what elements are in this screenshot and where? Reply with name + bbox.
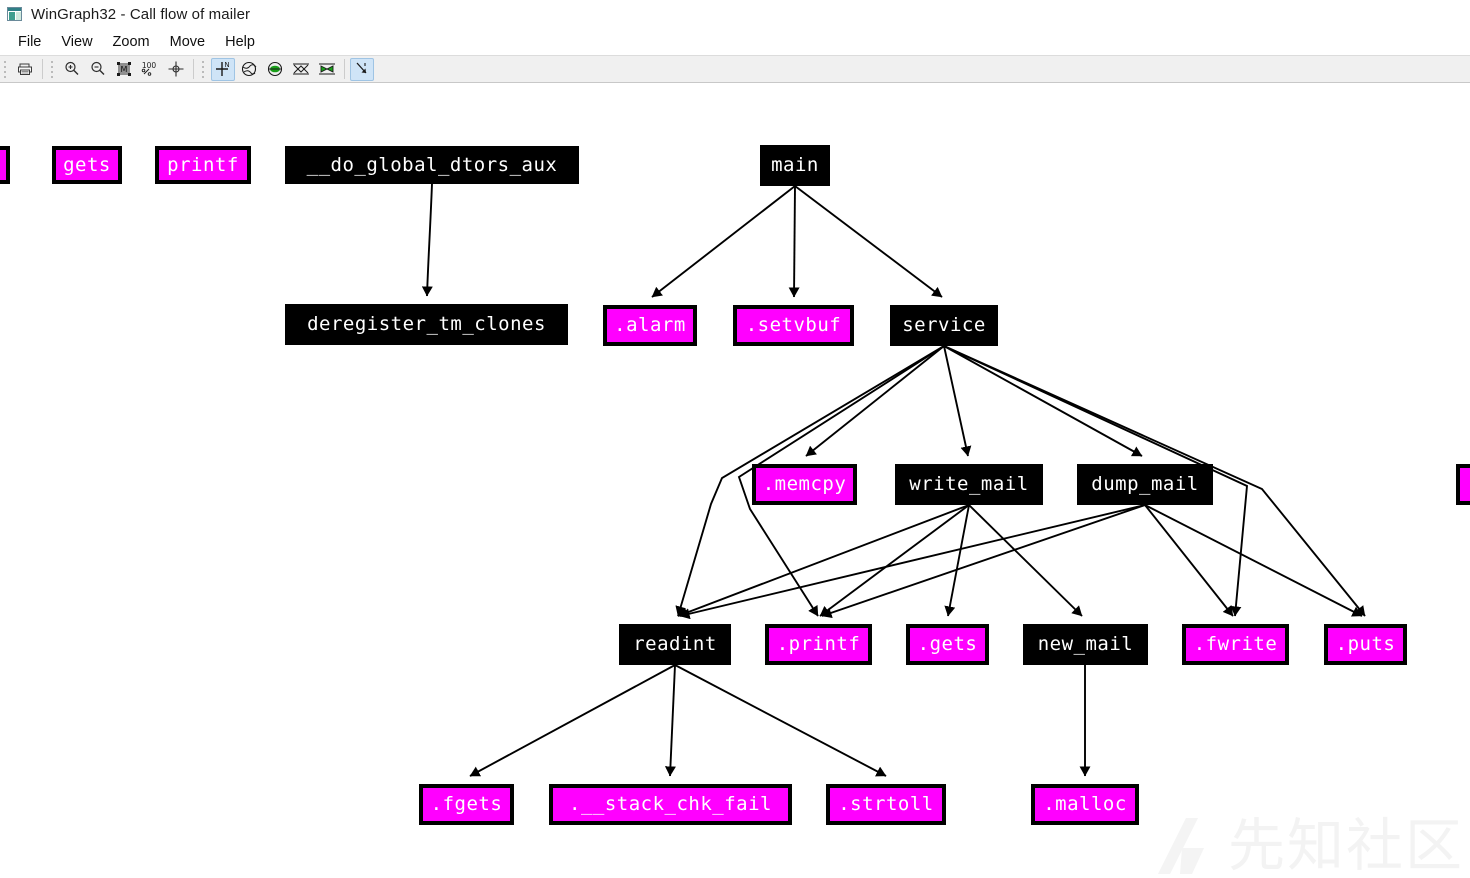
toolbar-separator bbox=[42, 59, 43, 79]
edge-service-to-fwrite bbox=[943, 345, 1249, 617]
edge-readint-to-strtoll bbox=[674, 664, 887, 777]
graph-node-alarm[interactable]: .alarm bbox=[603, 305, 697, 346]
graph-node-write-mail[interactable]: write_mail bbox=[895, 464, 1043, 505]
edge-service-to-printf bbox=[737, 345, 945, 617]
graph-canvas[interactable]: gets printf __do_global_dtors_aux main d… bbox=[0, 84, 1470, 878]
edge-readint-to-fgets bbox=[469, 664, 676, 777]
graph-node-memcpy[interactable]: .memcpy bbox=[752, 464, 857, 505]
edge-dumpmail-to-readint bbox=[679, 504, 1146, 620]
edge-service-to-puts bbox=[943, 345, 1366, 617]
edge-writemail-to-printf bbox=[819, 504, 970, 617]
graph-node-dump-mail[interactable]: dump_mail bbox=[1077, 464, 1213, 505]
fit-to-window-icon[interactable]: M bbox=[112, 58, 136, 81]
edge-arrow-icon[interactable] bbox=[350, 57, 374, 81]
edge-service-to-dumpmail bbox=[943, 345, 1143, 457]
graph-node-fgets[interactable]: .fgets bbox=[419, 784, 514, 825]
graph-node-puts[interactable]: .puts bbox=[1324, 624, 1407, 665]
toolbar-grip[interactable] bbox=[2, 59, 10, 79]
edge-writemail-to-gets bbox=[944, 504, 970, 617]
edge-dumpmail-to-puts bbox=[1144, 504, 1363, 617]
edge-main-to-service bbox=[794, 185, 943, 298]
graph-spread-filled-icon[interactable] bbox=[315, 58, 339, 81]
graph-node-printf[interactable]: printf bbox=[155, 146, 251, 184]
graph-node-service[interactable]: service bbox=[890, 305, 998, 346]
graph-node-readint[interactable]: readint bbox=[619, 624, 731, 665]
svg-text:100: 100 bbox=[142, 61, 157, 70]
menu-file[interactable]: File bbox=[18, 33, 42, 50]
menu-help[interactable]: Help bbox=[225, 33, 255, 50]
graph-globe-filled-icon[interactable] bbox=[263, 58, 287, 81]
menu-zoom[interactable]: Zoom bbox=[112, 33, 150, 50]
toolbar-grip[interactable] bbox=[200, 59, 208, 79]
center-crosshair-icon[interactable] bbox=[164, 58, 188, 81]
title-bar: WinGraph32 - Call flow of mailer bbox=[0, 0, 1470, 28]
menu-view[interactable]: View bbox=[61, 33, 93, 50]
node-layout-icon[interactable]: N bbox=[211, 57, 235, 81]
svg-text:M: M bbox=[121, 65, 128, 74]
toolbar: M 100 N bbox=[0, 55, 1470, 83]
graph-node-setvbuf[interactable]: .setvbuf bbox=[733, 305, 854, 346]
print-icon[interactable] bbox=[13, 58, 37, 81]
edge-dumpmail-to-fwrite bbox=[1144, 504, 1234, 617]
edge-dtors-to-deregister bbox=[421, 183, 433, 297]
graph-node-stack-chk-fail[interactable]: .__stack_chk_fail bbox=[549, 784, 792, 825]
graph-node-gets[interactable]: gets bbox=[52, 146, 122, 184]
graph-globe-icon[interactable] bbox=[237, 58, 261, 81]
graph-node-do-global-dtors-aux[interactable]: __do_global_dtors_aux bbox=[285, 146, 579, 184]
graph-node-malloc[interactable]: .malloc bbox=[1031, 784, 1139, 825]
graph-node-main[interactable]: main bbox=[760, 145, 830, 186]
graph-node-deregister-tm-clones[interactable]: deregister_tm_clones bbox=[285, 304, 568, 345]
toolbar-separator bbox=[193, 59, 194, 79]
window-app-icon bbox=[7, 7, 22, 21]
graph-node-gets-imported[interactable]: .gets bbox=[906, 624, 989, 665]
graph-node-strtoll[interactable]: .strtoll bbox=[826, 784, 946, 825]
graph-edges bbox=[421, 183, 1366, 777]
edge-service-to-writemail bbox=[943, 345, 972, 457]
graph-node-fwrite[interactable]: .fwrite bbox=[1182, 624, 1289, 665]
zoom-100-percent-icon[interactable]: 100 bbox=[138, 58, 162, 81]
graph-node-printf-imported[interactable]: .printf bbox=[765, 624, 872, 665]
edge-service-to-readint bbox=[675, 345, 945, 617]
edge-dumpmail-to-printf bbox=[821, 504, 1146, 619]
zoom-out-icon[interactable] bbox=[86, 58, 110, 81]
menu-move[interactable]: Move bbox=[169, 33, 206, 50]
toolbar-separator bbox=[344, 59, 345, 79]
window-title: WinGraph32 - Call flow of mailer bbox=[31, 5, 251, 23]
menu-bar: File View Zoom Move Help bbox=[0, 28, 1470, 55]
edge-service-to-memcpy bbox=[805, 345, 945, 457]
edge-readint-to-stackchkfail bbox=[664, 664, 676, 777]
edge-main-to-setvbuf bbox=[788, 185, 800, 298]
graph-node-new-mail[interactable]: new_mail bbox=[1023, 624, 1148, 665]
edge-main-to-alarm bbox=[651, 185, 796, 298]
graph-node-clip-right[interactable] bbox=[1456, 464, 1470, 505]
toolbar-grip[interactable] bbox=[49, 59, 57, 79]
zoom-in-icon[interactable] bbox=[60, 58, 84, 81]
edge-writemail-to-newmail bbox=[968, 504, 1083, 617]
graph-spread-icon[interactable] bbox=[289, 58, 313, 81]
graph-node-clip-left[interactable] bbox=[0, 146, 10, 184]
edge-writemail-to-readint bbox=[677, 504, 970, 618]
svg-text:N: N bbox=[224, 61, 229, 69]
